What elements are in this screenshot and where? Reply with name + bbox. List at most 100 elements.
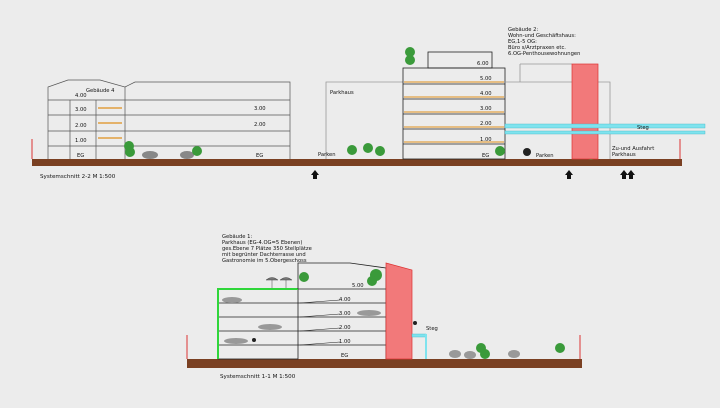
car-icon [180, 151, 194, 159]
ground-strip-top [32, 159, 682, 166]
building4-right-outline [124, 81, 291, 159]
steg-label-bottom: Steg [426, 326, 438, 332]
tree-icon [367, 276, 377, 286]
b4-floor-label: 2.00 [75, 123, 87, 129]
person-icon [252, 338, 256, 342]
steg-bridge-top [504, 123, 706, 129]
building2-orange-strips [404, 81, 504, 143]
b2-desc-line: 6.OG-Penthousewohnungen [508, 51, 580, 57]
b1-floor-label: 4.00 [339, 297, 351, 303]
tree-icon [375, 146, 385, 156]
car-icon [508, 350, 520, 358]
building2-body [402, 67, 506, 160]
building-4 [47, 79, 291, 159]
b1-floor-label: EG [341, 353, 348, 359]
b4-right-floor-label: 2.00 [254, 122, 266, 128]
building4-orange-strips [98, 107, 122, 139]
car-icon [224, 338, 248, 344]
tree-icon [495, 146, 505, 156]
building1-description: Gebäude 1: Parkhaus (EG-4.OG=5 Ebenen) g… [222, 234, 312, 264]
b2-desc-line: Wohn-und Geschäftshaus: [508, 33, 576, 39]
building-2 [402, 51, 506, 160]
people-bottom [252, 321, 417, 342]
building2-description: Gebäude 2: Wohn-und Geschäftshaus: EG,1-… [508, 27, 580, 57]
b4-right-floor-label: 3.00 [254, 106, 266, 112]
b1-desc-line: Gebäude 1: [222, 234, 252, 240]
parkhaus-outline [325, 81, 403, 159]
ramp-line [299, 299, 341, 304]
building4-label: Gebäude 4 [86, 88, 115, 94]
b4-floor-label: EG [77, 153, 84, 159]
entrance-arrows-top [311, 170, 635, 179]
b2-desc-line: Gebäude 2: [508, 27, 538, 33]
parken-right-label: Parken [536, 153, 554, 159]
tree-icon [125, 147, 135, 157]
trees-parkhaus [347, 143, 385, 156]
tree-icon [405, 47, 415, 57]
steg-label-top: Steg [637, 125, 649, 131]
b4-floor-label: 3.00 [75, 107, 87, 113]
b1-floor-label: 2.00 [339, 325, 351, 331]
tree-icon [405, 55, 415, 65]
green-roof-edge [217, 288, 298, 359]
red-circulation-core-bottom [385, 262, 413, 360]
car-icon [222, 297, 242, 303]
cars-bottom [222, 297, 520, 359]
b2-floor-label: 3.00 [480, 106, 492, 112]
b4-floor-label: 1.00 [75, 138, 87, 144]
b1-desc-line: Gastronomie im 5.Obergeschoss [222, 258, 307, 264]
umbrella-icon [265, 277, 279, 281]
b2-desc-line: EG,1-5 OG: [508, 39, 537, 45]
b2-floor-label: 1.00 [480, 137, 492, 143]
car-icon [464, 351, 476, 359]
tree-icon [555, 343, 565, 353]
b4-right-floor-label: EG [256, 153, 263, 159]
roof-umbrellas [265, 277, 293, 288]
red-circulation-core-top [571, 63, 599, 160]
parken-left-label: Parken [318, 152, 336, 158]
parkhaus-label: Parkhaus [330, 90, 354, 96]
entrance-arrow-icon [620, 170, 628, 179]
steg-bridge-top [504, 130, 706, 135]
b1-desc-line: ges.Ebene 7 Plätze 350 Stellplätze [222, 246, 312, 252]
zufahrt-line: Parkhaus [612, 152, 636, 158]
tree-icon [347, 145, 357, 155]
b2-floor-label: 4.00 [480, 91, 492, 97]
section-1-1: Steg 5.00 4.00 3.00 2.00 1.00 EG Gebäude… [186, 234, 582, 380]
b2-desc-line: Büro s/Arztpraxen etc. [508, 45, 566, 51]
trees-cars-b4 [124, 141, 202, 159]
car-icon [449, 350, 461, 358]
car-icon [142, 151, 158, 159]
b1-floor-label: 1.00 [339, 339, 351, 345]
b2-floor-label: 6.00 [477, 61, 489, 67]
ramps [299, 299, 341, 346]
b1-desc-line: Parkhaus (EG-4.OG=5 Ebenen) [222, 240, 302, 246]
steg-bridge-bottom [411, 333, 427, 338]
b1-desc-line: mit begrünter Dachterrasse und [222, 252, 306, 258]
ground-strip-bottom [187, 359, 582, 368]
car-icon [357, 310, 381, 316]
entrance-arrow-icon [565, 170, 573, 179]
tree-icon [299, 272, 309, 282]
entrance-arrow-icon [627, 170, 635, 179]
ramp-line [299, 313, 341, 318]
b1-floor-label: 5.00 [352, 283, 364, 289]
caption-1-1: Systemschnitt 1-1 M 1:500 [220, 374, 296, 380]
entrance-arrow-icon [311, 170, 319, 179]
ramp-line [299, 327, 341, 332]
ramp-line [299, 341, 341, 346]
umbrella-icon [279, 277, 293, 281]
b2-floor-label: EG [482, 153, 489, 159]
person-icon [523, 148, 531, 156]
zufahrt-line: Zu-und Ausfahrt [612, 146, 654, 152]
b2-floor-label: 5.00 [480, 76, 492, 82]
building4-left-outline [47, 79, 126, 159]
b4-floor-label: 4.00 [75, 93, 87, 99]
section-2-2: Gebäude 4 4.00 3.00 2.00 1.00 EG 3.00 2.… [31, 27, 706, 180]
tree-icon [363, 143, 373, 153]
trees-bottom [299, 269, 565, 359]
car-icon [258, 324, 282, 330]
b2-floor-label: 2.00 [480, 121, 492, 127]
